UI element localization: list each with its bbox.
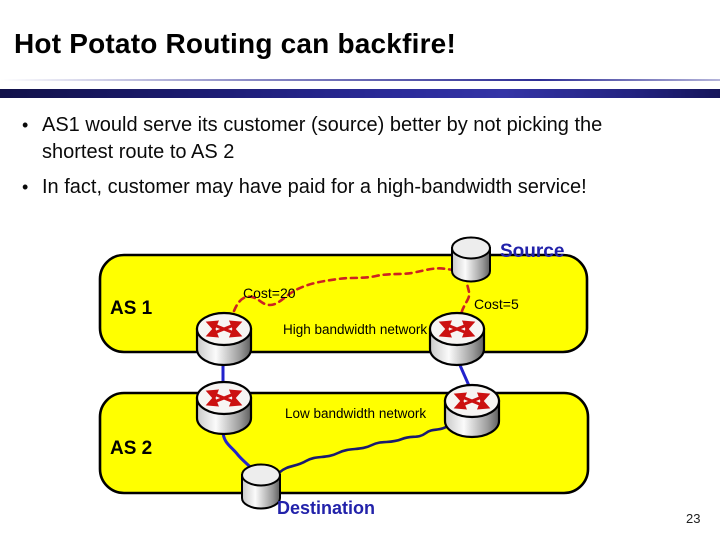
bullet-item: • AS1 would serve its customer (source) … — [22, 112, 702, 166]
source-label: Source — [500, 241, 564, 262]
destination-label: Destination — [277, 498, 375, 518]
low-bandwidth-path — [279, 421, 453, 474]
router-icon-as1-left — [197, 313, 251, 365]
high-bandwidth-label: High bandwidth network — [283, 322, 427, 337]
destination-host-icon — [241, 463, 281, 510]
low-bandwidth-label: Low bandwidth network — [285, 406, 426, 421]
bullet-list: • AS1 would serve its customer (source) … — [22, 112, 702, 209]
slide-title: Hot Potato Routing can backfire! — [14, 28, 456, 59]
page-number: 23 — [686, 511, 701, 526]
bullet-text: In fact, customer may have paid for a hi… — [42, 176, 587, 198]
link-right-routers — [457, 362, 472, 389]
title-rule-thin — [0, 79, 720, 81]
source-host-icon — [451, 236, 491, 283]
bullet-icon: • — [22, 115, 29, 135]
bullet-item: • In fact, customer may have paid for a … — [22, 174, 702, 201]
router-icon-as1-right — [430, 313, 484, 365]
as1-label: AS 1 — [110, 298, 153, 319]
title-rule — [0, 89, 720, 98]
router-icon-as2-right — [445, 385, 499, 437]
router-icon-as2-left — [197, 382, 251, 434]
as2-label: AS 2 — [110, 438, 152, 459]
route-cost20-dashed-line — [232, 267, 468, 313]
cost5-label: Cost=5 — [474, 296, 519, 312]
cost20-label: Cost=20 — [243, 285, 296, 301]
bullet-text: AS1 would serve its customer (source) be… — [42, 114, 603, 163]
network-diagram: AS 1 AS 2 Source Destination Cost=20 Cos… — [98, 236, 590, 518]
bullet-icon: • — [22, 177, 29, 197]
route-cost5-dashed-line — [459, 273, 471, 317]
